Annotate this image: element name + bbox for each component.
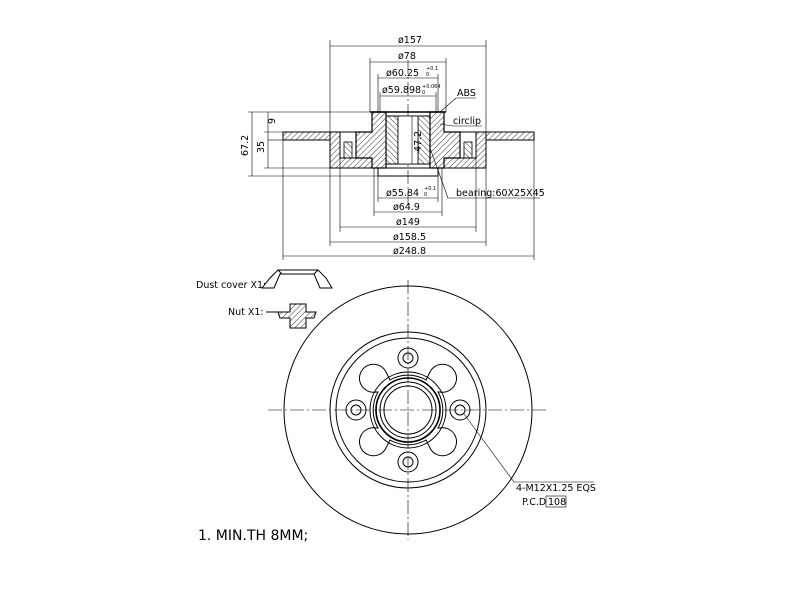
disc-flange-left [282, 131, 331, 141]
dim-78: ø78 [398, 51, 416, 62]
dim-47: 47.2 [413, 131, 424, 152]
dim-248: ø248.8 [393, 246, 426, 257]
dim-59-tol: +0.064 [422, 84, 441, 90]
dim-55: ø55.84 [386, 188, 419, 199]
dim-60: ø60.25 [386, 68, 419, 79]
callout-circlip: circlip [453, 116, 481, 127]
hub-flange [358, 363, 458, 457]
dim-60-tol2: 0 [426, 72, 429, 78]
dim-59-tol2: 0 [422, 90, 425, 96]
dim-60-tol: +0.1 [426, 66, 438, 72]
dim-149: ø149 [396, 217, 420, 228]
callout-thread: 4-M12X1.25 EQS [516, 483, 596, 494]
dim-55-tol: +0.1 [424, 186, 436, 192]
front-view: 4-M12X1.25 EQS P.C.D 108 [268, 280, 596, 540]
nut-icon [266, 303, 317, 329]
nut-label: Nut X1: [228, 307, 264, 318]
dim-59: ø59.898 [382, 85, 421, 96]
cross-section-view: ø157 ø78 ø60.25 +0.1 0 ø59.898 +0.064 0 … [240, 35, 545, 260]
callout-abs: ABS [457, 88, 476, 99]
parts-list: Dust cover X1: Nut X1: [196, 269, 333, 329]
dim-35: 35 [256, 141, 267, 153]
dim-64: ø64.9 [393, 202, 420, 213]
bearing-left [385, 115, 399, 165]
callout-pcd-label: P.C.D [522, 497, 546, 508]
callout-pcd-value: 108 [548, 497, 566, 508]
dim-158: ø158.5 [393, 232, 426, 243]
min-thickness-note: 1. MIN.TH 8MM; [198, 528, 308, 544]
dim-157: ø157 [398, 35, 422, 46]
dust-cover-icon [260, 269, 333, 289]
disc-outer [283, 285, 533, 535]
dust-cover-label: Dust cover X1: [196, 280, 266, 291]
dim-55-tol2: 0 [424, 192, 427, 198]
callout-bearing: bearing:60X25X45 [456, 188, 545, 199]
dim-9: 9 [267, 118, 278, 124]
dim-67: 67.2 [240, 135, 251, 156]
disc-flange-right [485, 131, 535, 141]
